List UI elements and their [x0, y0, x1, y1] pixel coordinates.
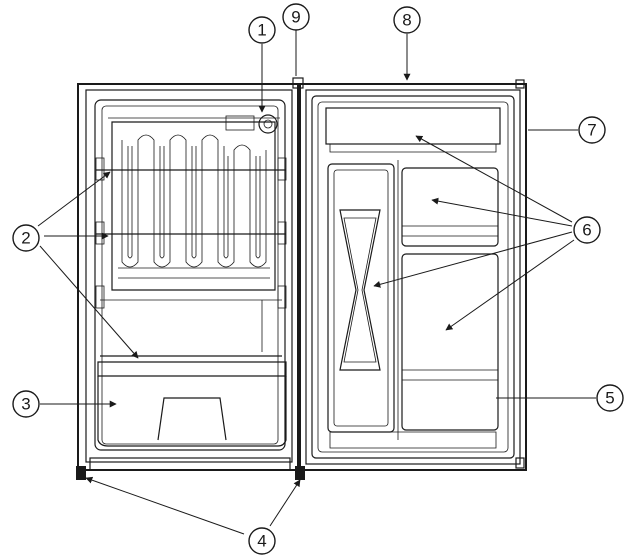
front-leg-left — [76, 466, 86, 480]
door-top-corner — [515, 79, 525, 89]
shelf-rail-right-1 — [277, 157, 287, 181]
leader-lines — [37, 30, 596, 535]
leader-6c — [373, 231, 573, 288]
door-bin-bottom-lip — [401, 369, 499, 381]
shelf-rail-right-3 — [277, 285, 287, 309]
door-bin-top — [325, 107, 501, 145]
door-bottom-tray — [329, 431, 497, 449]
door-gasket-inner — [311, 95, 515, 459]
door-bin-middle — [401, 167, 499, 247]
shelf-rail-right-2 — [277, 221, 287, 245]
callout-3-label: 3 — [21, 395, 30, 414]
can-rack-cross-wire-inner — [343, 217, 377, 363]
callout-8: 8 — [393, 6, 421, 34]
callouts: 1 9 8 7 2 6 3 5 — [12, 3, 624, 555]
front-leg-right — [295, 466, 305, 480]
leader-6b — [431, 197, 573, 227]
thermostat-knob — [258, 114, 278, 134]
door-bin-middle-lip — [401, 225, 499, 237]
callout-6-label: 6 — [582, 221, 591, 240]
callout-5: 5 — [596, 384, 624, 412]
callout-7-label: 7 — [587, 121, 596, 140]
thermostat-housing — [225, 115, 255, 131]
cabinet-outer-frame — [77, 83, 299, 471]
callout-2-label: 2 — [21, 229, 30, 248]
cabinet-shelves — [95, 157, 287, 357]
door-bin-top-lip — [329, 143, 497, 153]
callout-4: 4 — [248, 527, 276, 555]
crisper-handle — [157, 397, 227, 441]
callout-1: 1 — [248, 16, 276, 44]
door-bottom-corner — [515, 457, 525, 469]
door — [292, 77, 527, 471]
door-bin-bottom — [401, 253, 499, 431]
cabinet — [76, 83, 305, 480]
cabinet-liner — [94, 99, 286, 451]
crisper-body — [97, 376, 287, 447]
shelf-rail-left-2 — [95, 221, 105, 245]
door-liner — [317, 101, 509, 453]
cabinet-base — [89, 457, 291, 471]
can-rack-inner — [333, 169, 389, 427]
cabinet-liner-inner — [101, 105, 279, 445]
callout-2: 2 — [12, 224, 40, 252]
door-bins — [325, 107, 501, 449]
callout-9-label: 9 — [291, 8, 300, 27]
crisper-top-rim — [97, 361, 287, 377]
can-rack-cross-wire — [339, 209, 381, 371]
leader-6a — [415, 135, 573, 223]
evaporator-coils — [118, 134, 270, 279]
callout-8-label: 8 — [402, 11, 411, 30]
leader-6d — [445, 239, 575, 331]
door-gasket-outer — [305, 89, 521, 465]
shelf-rail-left-3 — [95, 285, 105, 309]
callout-6: 6 — [573, 216, 601, 244]
callout-1-label: 1 — [257, 21, 266, 40]
top-hinge — [292, 77, 304, 89]
evaporator-plate — [111, 121, 276, 291]
evaporator — [108, 114, 280, 291]
callout-7: 7 — [578, 116, 606, 144]
can-rack — [327, 163, 395, 433]
door-outer-frame — [299, 83, 527, 471]
leader-4b — [269, 479, 301, 527]
shelf-rail-left-1 — [95, 157, 105, 181]
callout-9: 9 — [282, 3, 310, 31]
callout-4-label: 4 — [257, 532, 266, 551]
crisper-drawer — [97, 361, 287, 447]
leader-2c — [39, 245, 139, 359]
leader-2a — [37, 171, 111, 227]
leader-4a — [85, 476, 245, 535]
callout-5-label: 5 — [605, 389, 614, 408]
cabinet-inner-frame — [85, 89, 293, 463]
callout-3: 3 — [12, 390, 40, 418]
thermostat-knob-center — [263, 119, 273, 129]
